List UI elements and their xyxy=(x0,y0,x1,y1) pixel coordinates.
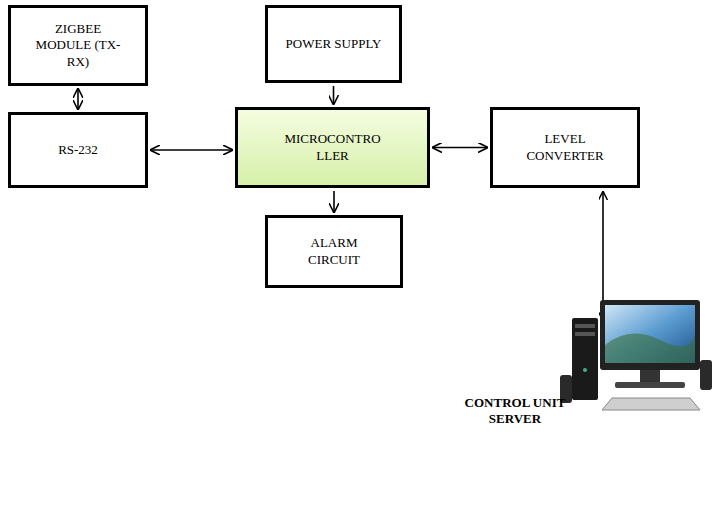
level-converter-box: LEVEL CONVERTER xyxy=(490,107,640,188)
box-label: ZIGBEE MODULE (TX-RX) xyxy=(28,21,128,70)
arrow-connector xyxy=(333,191,335,212)
microcontroller-box: MICROCONTRO LLER xyxy=(235,107,430,188)
power-box: POWER SUPPLY xyxy=(265,5,402,83)
box-label: RS-232 xyxy=(23,142,133,158)
box-label: LEVEL CONVERTER xyxy=(515,131,615,164)
box-label: POWER SUPPLY xyxy=(284,36,384,52)
box-label: ALARM CIRCUIT xyxy=(284,235,384,268)
zigbee-box: ZIGBEE MODULE (TX-RX) xyxy=(8,5,148,86)
box-label: MICROCONTRO LLER xyxy=(278,131,388,164)
arrow-connector xyxy=(151,149,232,151)
computer-illustration xyxy=(560,300,712,410)
rs232-box: RS-232 xyxy=(8,112,148,188)
server-caption: CONTROL UNIT SERVER xyxy=(460,395,570,428)
arrow-connector xyxy=(77,89,79,109)
alarm-box: ALARM CIRCUIT xyxy=(265,215,403,288)
arrow-connector xyxy=(433,147,487,149)
arrow-connector xyxy=(333,86,335,104)
